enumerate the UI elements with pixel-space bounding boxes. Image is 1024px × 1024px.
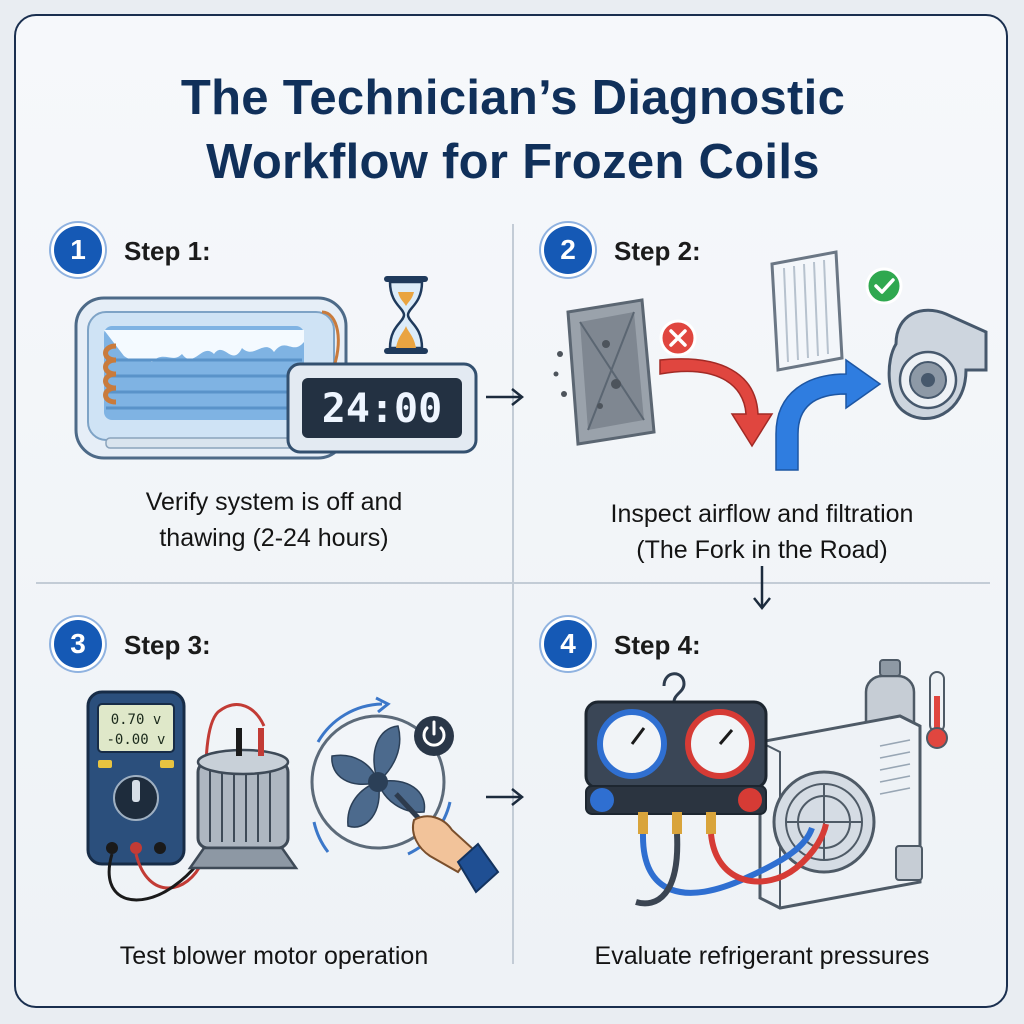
blower-motor bbox=[187, 728, 299, 870]
hand-with-screwdriver bbox=[394, 792, 500, 894]
step-4-caption: Evaluate refrigerant pressures bbox=[514, 938, 1006, 974]
horizontal-divider bbox=[36, 582, 990, 584]
thermometer-icon bbox=[926, 671, 948, 749]
meter-reading-1: 0.70 v bbox=[111, 712, 162, 728]
step-2-caption: Inspect airflow and filtration (The Fork… bbox=[514, 496, 1006, 568]
arrow-step2-to-step4 bbox=[753, 566, 771, 611]
digital-timer: 24:00 bbox=[286, 362, 478, 454]
step-2-number-badge: 2 bbox=[544, 226, 592, 274]
step-3-number-badge: 3 bbox=[54, 620, 102, 668]
title-line-1: The Technician’s Diagnostic bbox=[180, 71, 846, 125]
step-2-label: Step 2: bbox=[614, 236, 701, 266]
check-mark-icon bbox=[865, 267, 903, 305]
timer-readout: 24:00 bbox=[322, 386, 442, 432]
blue-hose bbox=[639, 826, 815, 896]
yellow-hose bbox=[635, 833, 681, 907]
step-4-caption-line-1: Evaluate refrigerant pressures bbox=[594, 942, 930, 970]
step-1-number-badge: 1 bbox=[54, 226, 102, 274]
arrow-step3-to-step4 bbox=[486, 788, 525, 806]
step-3-caption: Test blower motor operation bbox=[36, 938, 512, 974]
indoor-unit bbox=[74, 296, 348, 460]
step-3-illustration: 0.70 v -0.00 v bbox=[86, 690, 500, 902]
step-2-illustration bbox=[553, 250, 988, 471]
step-3-label: Step 3: bbox=[124, 630, 211, 660]
dirty-filter bbox=[553, 298, 656, 446]
red-hose bbox=[708, 823, 829, 885]
step-1-illustration: 24:00 bbox=[74, 276, 478, 460]
gauge-manifold bbox=[584, 672, 768, 834]
step-2-caption-line-2: (The Fork in the Road) bbox=[636, 536, 888, 564]
step-4-illustration bbox=[584, 659, 948, 910]
arrow-step1-to-step2 bbox=[486, 388, 525, 406]
blower-housing bbox=[887, 308, 988, 420]
meter-reading-2: -0.00 v bbox=[106, 732, 165, 748]
vertical-divider bbox=[512, 224, 514, 964]
multimeter: 0.70 v -0.00 v bbox=[86, 690, 186, 866]
step-4-number-badge: 4 bbox=[544, 620, 592, 668]
page-title: The Technician’s Diagnostic Workflow for… bbox=[16, 66, 1006, 194]
red-airflow-arrow bbox=[659, 358, 774, 448]
clean-filter bbox=[770, 250, 844, 372]
hourglass-icon bbox=[384, 276, 428, 354]
blue-airflow-arrow bbox=[775, 358, 882, 471]
step-3-caption-line-1: Test blower motor operation bbox=[119, 942, 429, 970]
power-icon bbox=[414, 716, 454, 756]
step-1-caption-line-2: thawing (2-24 hours) bbox=[159, 524, 389, 552]
step-1-label: Step 1: bbox=[124, 236, 211, 266]
step-1-caption: Verify system is off and thawing (2-24 h… bbox=[36, 484, 512, 556]
outdoor-condenser-unit bbox=[758, 714, 923, 910]
infographic-frame: The Technician’s Diagnostic Workflow for… bbox=[14, 14, 1008, 1008]
step-1-caption-line-1: Verify system is off and bbox=[145, 488, 403, 516]
step-4-label: Step 4: bbox=[614, 630, 701, 660]
x-mark-icon bbox=[659, 319, 697, 357]
step-2-caption-line-1: Inspect airflow and filtration bbox=[610, 500, 914, 528]
title-line-2: Workflow for Frozen Coils bbox=[206, 135, 820, 189]
